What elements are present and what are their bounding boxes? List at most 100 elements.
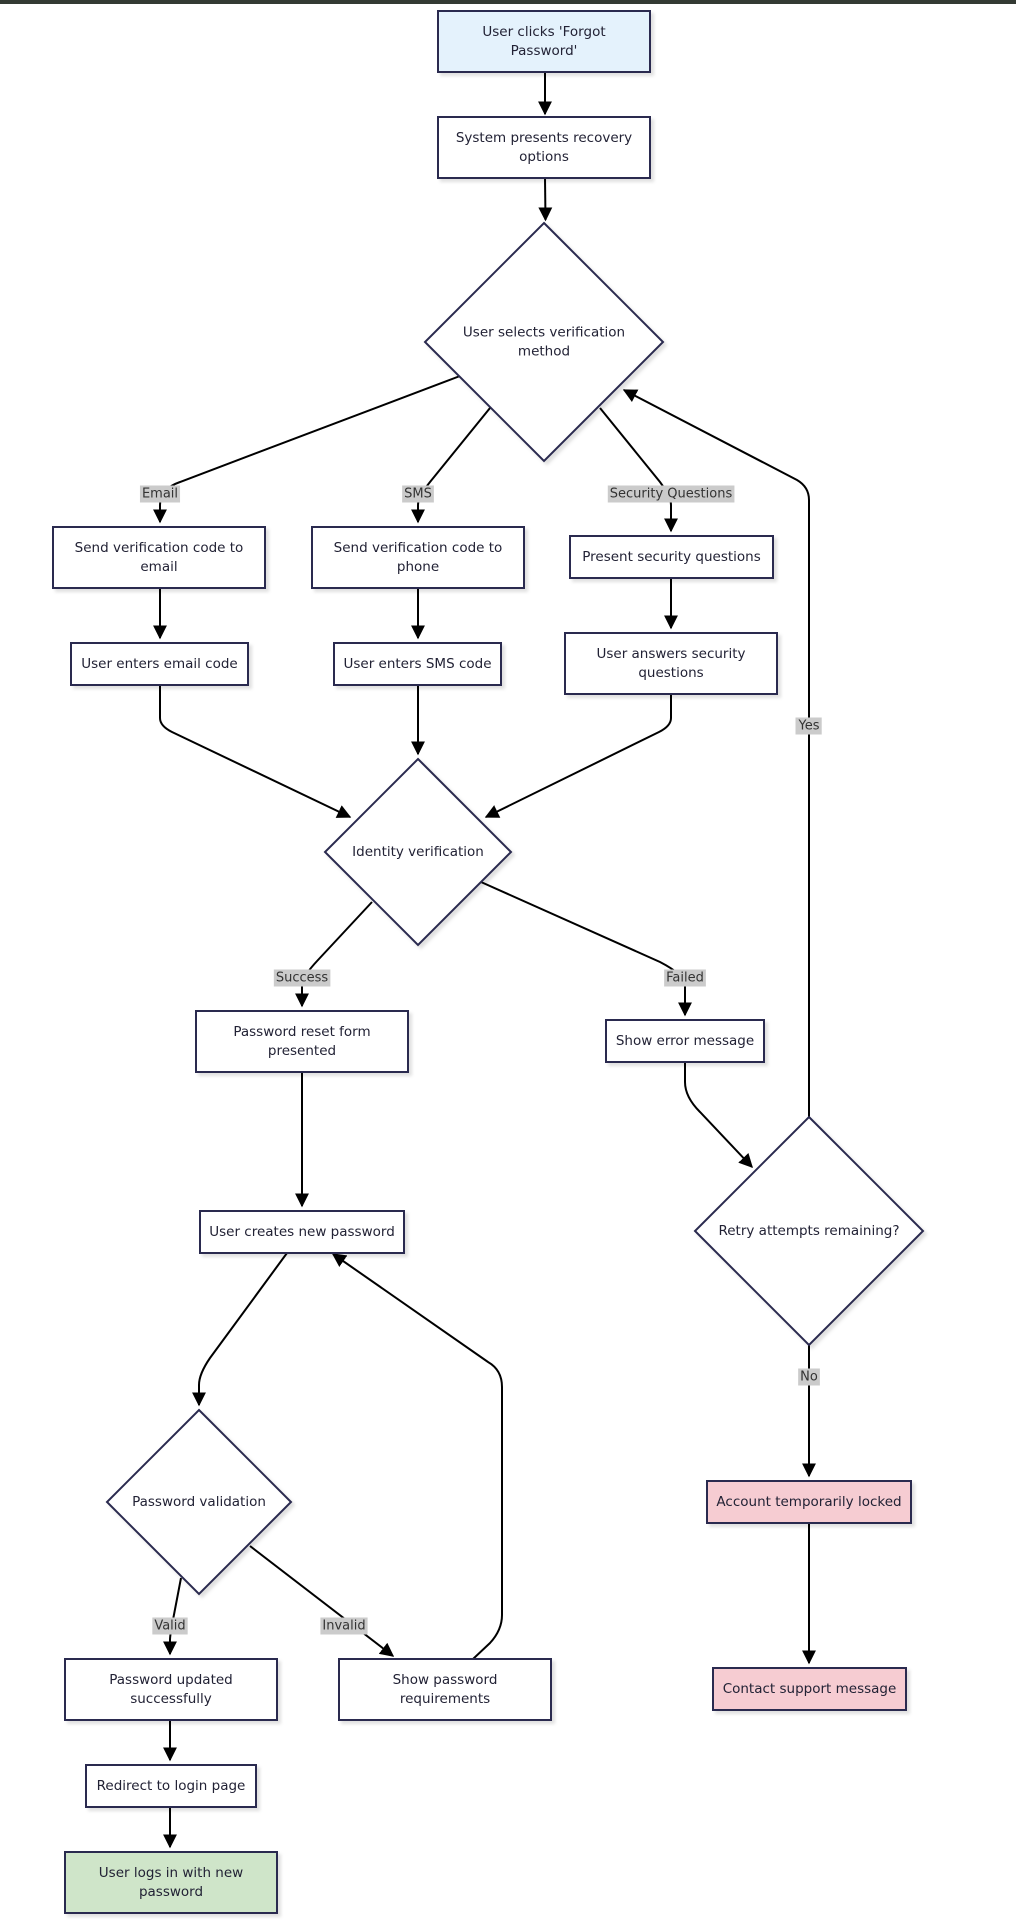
node-box <box>605 1019 765 1063</box>
node-label-line: Retry attempts remaining? <box>718 1223 899 1239</box>
node-label-line: User enters SMS code <box>343 656 491 672</box>
edge-label-bg-valid <box>152 1617 188 1635</box>
node-label-line: System presents recovery <box>456 130 632 146</box>
edge-validation-reqs <box>249 1545 395 1657</box>
edge-label-text-sms: SMS <box>404 487 432 502</box>
node-label-line: Password updated <box>109 1672 232 1688</box>
node-box <box>64 1658 278 1721</box>
node-label-line: requirements <box>400 1691 490 1707</box>
edge-retry-select-yes <box>622 389 810 1117</box>
node-identity: Identity verification <box>323 757 513 947</box>
node-label-line: email <box>140 559 177 575</box>
node-box <box>199 1210 405 1254</box>
edge-label-text-success: Success <box>276 971 329 986</box>
edge-label-text-email: Email <box>142 487 178 502</box>
node-label-line: presented <box>268 1043 336 1059</box>
edge-label-email: Email <box>139 485 181 503</box>
edge-label-bg-failed <box>664 969 706 987</box>
node-label-line: successfully <box>130 1691 212 1707</box>
edge-label-bg-security <box>607 485 735 503</box>
node-box <box>437 10 651 73</box>
node-label-line: User selects verification <box>463 325 625 341</box>
edge-label-bg-yes <box>795 717 822 735</box>
edge-label-bg-sms <box>402 485 434 503</box>
node-locked: Account temporarily locked <box>706 1480 912 1524</box>
node-label-line: User logs in with new <box>99 1865 243 1881</box>
edge-label-bg-email <box>139 485 181 503</box>
node-updated: Password updated successfully <box>64 1658 278 1721</box>
node-label-line: phone <box>397 559 439 575</box>
node-box <box>52 526 266 589</box>
node-label-line: Present security questions <box>582 549 761 565</box>
node-present-q: Present security questions <box>569 535 774 579</box>
decision-diamond <box>693 1115 925 1347</box>
node-label-line: questions <box>638 665 703 681</box>
edge-label-text-no: No <box>800 1370 818 1385</box>
node-label-line: Send verification code to <box>75 540 244 556</box>
node-label-line: Send verification code to <box>334 540 503 556</box>
edge-label-security: Security Questions <box>607 485 735 503</box>
node-box <box>70 642 249 686</box>
node-box <box>569 535 774 579</box>
node-label-line: Account temporarily locked <box>716 1494 901 1510</box>
edge-label-text-valid: Valid <box>154 1619 185 1634</box>
edge-label-text-invalid: Invalid <box>322 1619 365 1634</box>
node-label-line: Password' <box>511 43 578 59</box>
node-answer-q: User answers security questions <box>564 632 778 695</box>
edge-select-send_phone <box>411 407 491 524</box>
decision-diamond <box>323 757 513 947</box>
edge-identity-error <box>480 881 692 1017</box>
edge-label-text-failed: Failed <box>666 971 704 986</box>
edge-label-success: Success <box>273 969 331 987</box>
node-label-line: Identity verification <box>352 844 484 860</box>
edge-label-failed: Failed <box>664 969 706 987</box>
node-redirect: Redirect to login page <box>85 1764 257 1808</box>
node-box <box>85 1764 257 1808</box>
edge-label-valid: Valid <box>152 1617 188 1635</box>
node-retry: Retry attempts remaining? <box>693 1115 925 1347</box>
node-label-line: User enters email code <box>81 656 237 672</box>
edge-label-bg-invalid <box>320 1617 368 1635</box>
node-box <box>338 1658 552 1721</box>
node-box <box>564 632 778 695</box>
edge-label-text-yes: Yes <box>798 719 820 734</box>
edge-label-no: No <box>798 1368 820 1386</box>
edge-enter_email-identity <box>159 685 352 818</box>
node-send-email: Send verification code to email <box>52 526 266 589</box>
edge-label-sms: SMS <box>402 485 434 503</box>
node-label-line: Contact support message <box>723 1681 897 1697</box>
node-label-line: Password reset form <box>233 1024 370 1040</box>
node-box <box>333 642 502 686</box>
decision-diamond <box>423 221 665 463</box>
node-box <box>712 1667 907 1711</box>
edge-error-retry <box>684 1062 753 1169</box>
node-enter-sms: User enters SMS code <box>333 642 502 686</box>
node-label-line: Redirect to login page <box>97 1778 246 1794</box>
node-label-line: User creates new password <box>209 1224 395 1240</box>
node-label-line: method <box>518 344 570 360</box>
node-label-line: User clicks 'Forgot <box>482 24 605 40</box>
edge-label-invalid: Invalid <box>320 1617 368 1635</box>
edge-identity-reset <box>295 901 373 1008</box>
node-reset-form: Password reset form presented <box>195 1010 409 1073</box>
node-send-phone: Send verification code to phone <box>311 526 525 589</box>
edge-label-bg-success <box>273 969 331 987</box>
edge-reqs-create <box>331 1253 503 1660</box>
edge-label-bg-no <box>798 1368 820 1386</box>
node-box <box>311 526 525 589</box>
edge-label-text-security: Security Questions <box>610 487 733 502</box>
node-box <box>64 1851 278 1914</box>
node-label-line: User answers security <box>596 646 745 662</box>
edge-validation-updated <box>163 1577 182 1656</box>
node-validation: Password validation <box>105 1408 293 1596</box>
edge-label-yes: Yes <box>795 717 822 735</box>
node-box <box>437 116 651 179</box>
edge-create-validation <box>192 1252 288 1407</box>
node-enter-email: User enters email code <box>70 642 249 686</box>
node-label-line: Password validation <box>132 1494 266 1510</box>
